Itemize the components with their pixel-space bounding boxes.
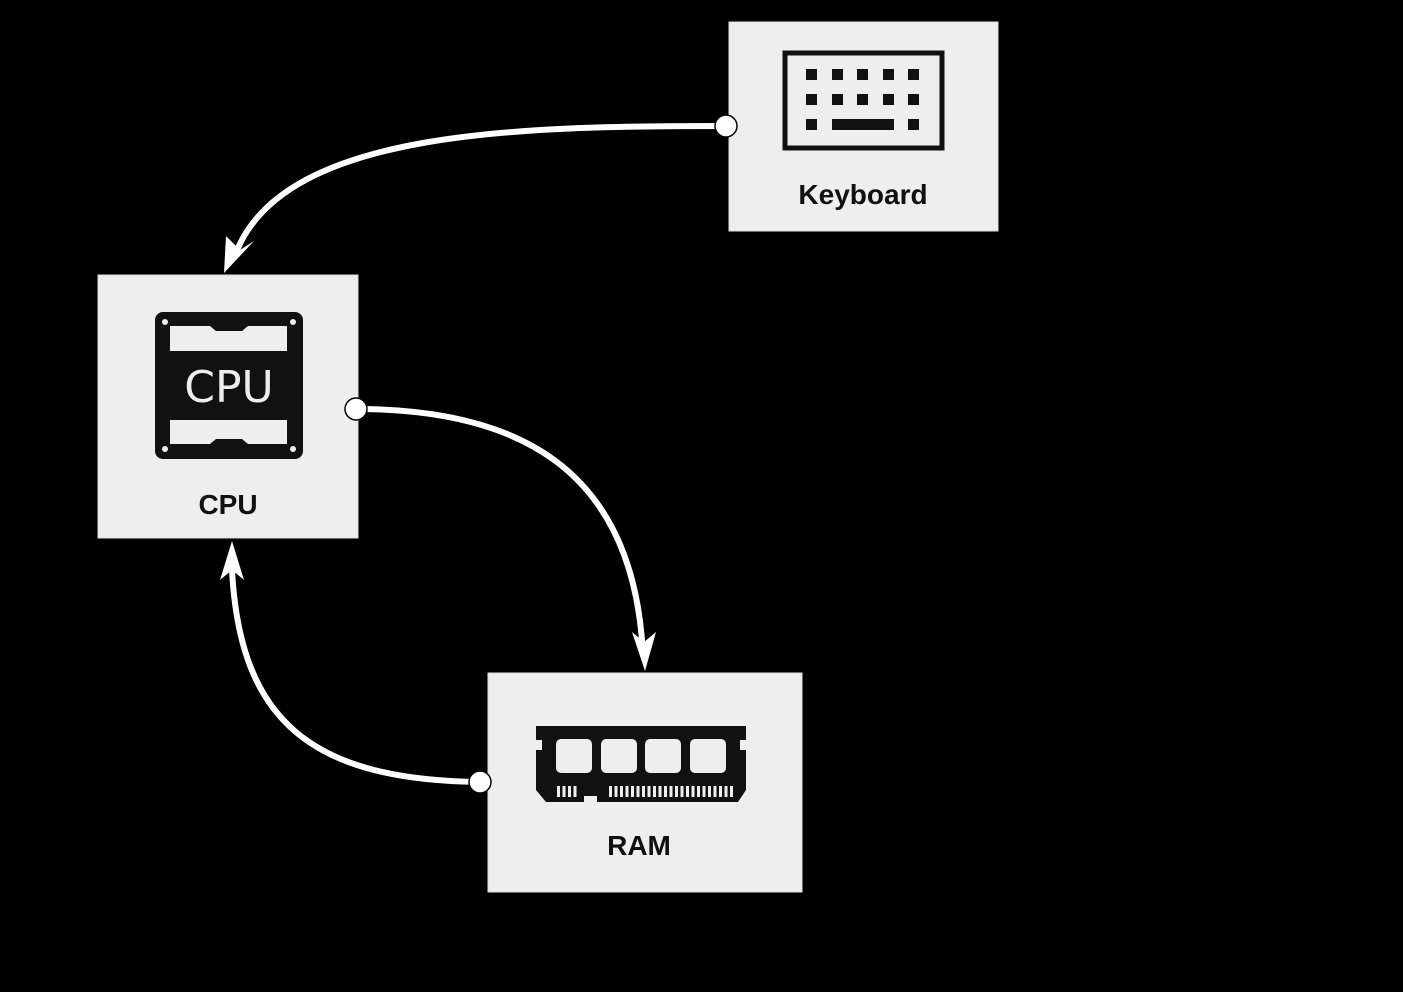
cpu-label: CPU [198, 489, 257, 520]
edge-keyboard-to-cpu[interactable] [224, 114, 738, 273]
keyboard-node[interactable]: Keyboard [728, 21, 999, 232]
edge-start-point [344, 397, 368, 421]
ram-module-icon [536, 726, 746, 802]
ram-pins [557, 786, 733, 797]
cpu-node[interactable]: CPU CPU [97, 274, 359, 539]
cpu-chip-icon: CPU [155, 312, 303, 459]
arrowhead [220, 541, 244, 580]
arrowhead [224, 236, 254, 273]
keyboard-icon [782, 50, 945, 151]
edge-start-point [468, 770, 492, 794]
edge-ram-to-cpu[interactable] [220, 541, 492, 794]
arrowhead [632, 632, 656, 671]
cpu-chip-text: CPU [184, 362, 273, 413]
edge-cpu-to-ram[interactable] [344, 397, 656, 671]
keyboard-label: Keyboard [798, 179, 927, 210]
ram-label: RAM [607, 830, 671, 861]
ram-node[interactable]: RAM [487, 672, 803, 893]
edge-start-point [714, 114, 738, 138]
